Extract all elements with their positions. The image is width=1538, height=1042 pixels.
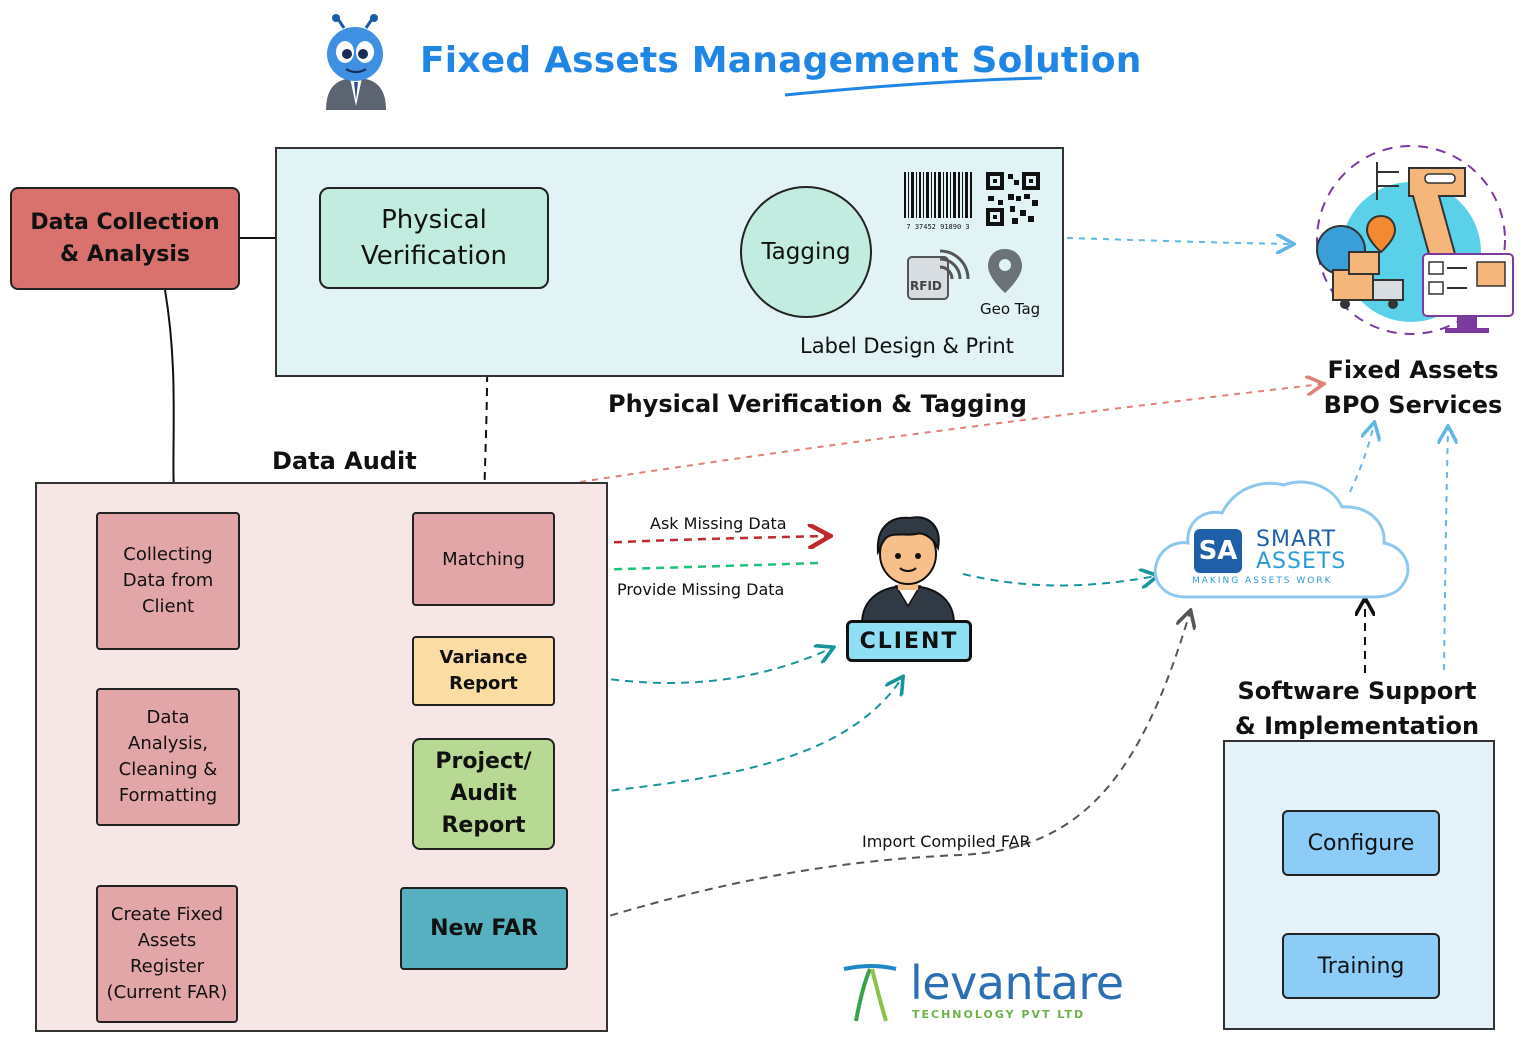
assets-label: ASSETS: [1256, 549, 1347, 574]
data-collection-box[interactable]: Data Collection & Analysis: [10, 187, 240, 290]
client-badge[interactable]: CLIENT: [846, 620, 972, 662]
qr-code-icon: [986, 172, 1040, 226]
barcode-icon: 7 37452 91890 3: [903, 172, 973, 232]
new-far-box[interactable]: New FAR: [400, 887, 568, 970]
ask-missing-data-label: Ask Missing Data: [650, 514, 787, 533]
mascot-icon: [318, 14, 394, 110]
bpo-services-title: Fixed Assets BPO Services: [1323, 356, 1503, 419]
collecting-data-box[interactable]: Collecting Data from Client: [96, 512, 240, 650]
geo-tag-icon: [985, 247, 1025, 297]
smart-label: SMART: [1256, 527, 1337, 552]
project-audit-report-box[interactable]: Project/ Audit Report: [412, 738, 555, 850]
software-support-title: Software Support & Implementation: [1234, 677, 1480, 740]
smart-assets-tagline: MAKING ASSETS WORK: [1192, 576, 1333, 586]
edge-datacollection-to-collecting: [165, 289, 175, 512]
bpo-services-illustration: [1305, 142, 1520, 342]
label-design-print: Label Design & Print: [800, 334, 1014, 358]
page-title: Fixed Assets Management Solution: [420, 40, 1142, 81]
data-analysis-box[interactable]: Data Analysis, Cleaning & Formatting: [96, 688, 240, 826]
matching-box[interactable]: Matching: [412, 512, 555, 606]
smart-assets-cloud[interactable]: SA SMART ASSETS MAKING ASSETS WORK: [1152, 475, 1412, 605]
physical-verification-box[interactable]: Physical Verification: [319, 187, 549, 289]
geo-tag-label: Geo Tag: [980, 300, 1041, 318]
configure-button[interactable]: Configure: [1282, 810, 1440, 876]
training-button[interactable]: Training: [1282, 933, 1440, 999]
levantare-logo-icon: [842, 963, 898, 1023]
client-avatar-icon: [858, 512, 958, 625]
smart-assets-mark: SA: [1194, 529, 1242, 573]
edge-pv-panel-to-bpo: [1066, 238, 1292, 244]
tagging-circle[interactable]: Tagging: [740, 186, 872, 318]
import-compiled-far-label: Import Compiled FAR: [862, 832, 1031, 851]
edge-client-to-cloud: [962, 574, 1156, 586]
provide-missing-data-label: Provide Missing Data: [617, 580, 785, 599]
create-far-box[interactable]: Create Fixed Assets Register (Current FA…: [96, 885, 238, 1023]
data-audit-title: Data Audit: [272, 447, 417, 475]
levantare-subtitle: TECHNOLOGY PVT LTD: [912, 1008, 1086, 1021]
edge-sw-to-bpo: [1444, 428, 1448, 671]
rfid-icon: RFID: [906, 245, 970, 301]
rfid-label: RFID: [910, 279, 942, 293]
levantare-wordmark: levantare: [910, 956, 1124, 1010]
barcode-number: 7 37452 91890 3: [906, 223, 970, 231]
pv-tagging-section-title: Physical Verification & Tagging: [608, 390, 1027, 418]
variance-report-box[interactable]: Variance Report: [412, 636, 555, 706]
